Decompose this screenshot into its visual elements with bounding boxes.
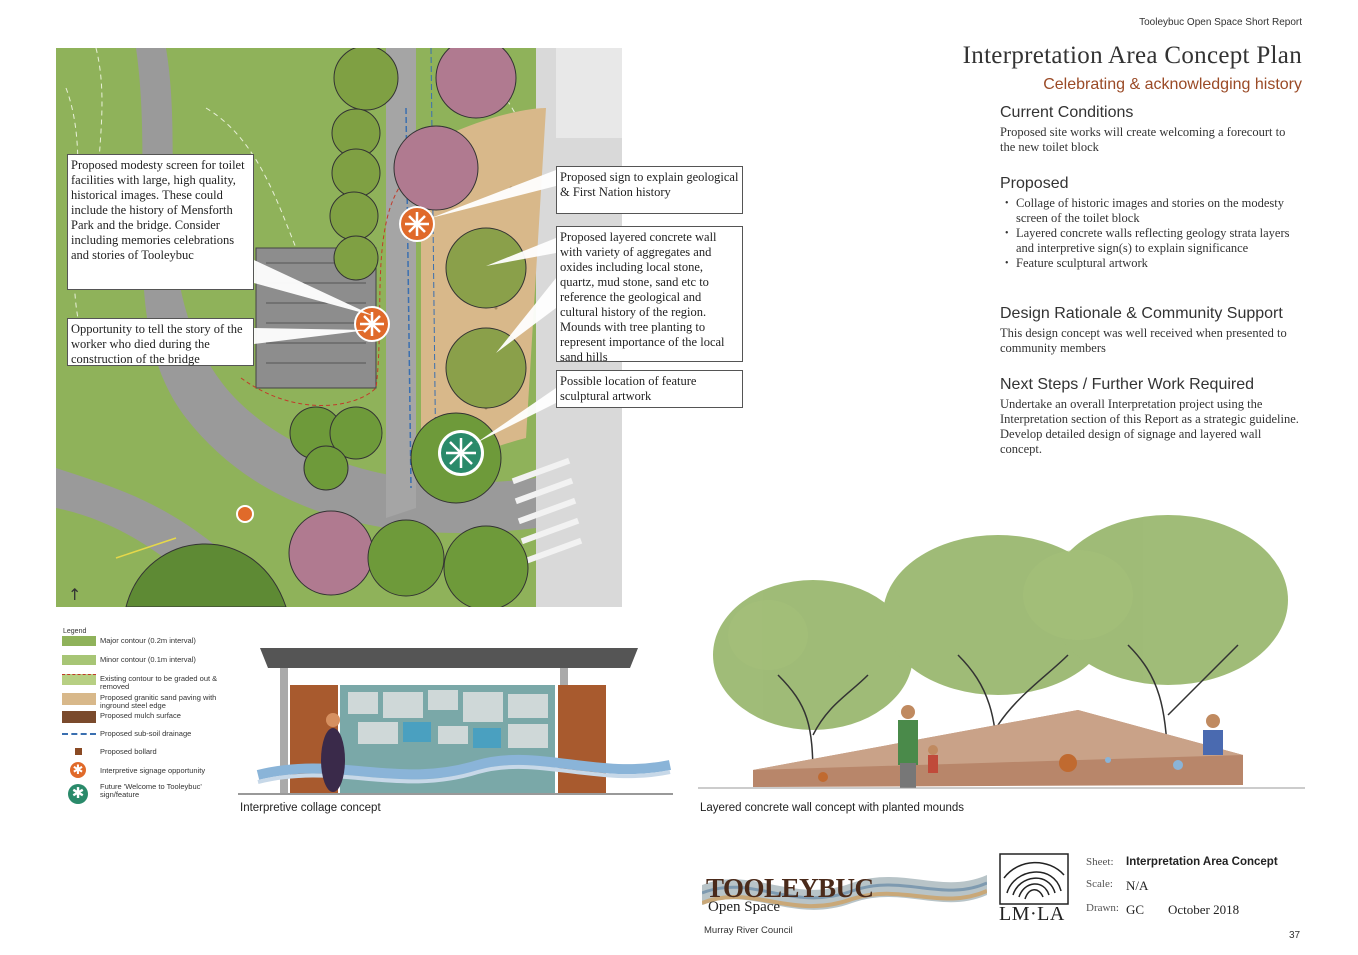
logo-name: TOOLEYBUC [706, 873, 874, 903]
council-name: Murray River Council [704, 925, 793, 936]
legend-label: Minor contour (0.1m interval) [100, 655, 196, 664]
legend-swatch [62, 733, 96, 737]
callout-layered-wall: Proposed layered concrete wall with vari… [556, 226, 743, 364]
proposed-list: Collage of historic images and stories o… [1000, 196, 1296, 271]
legend-swatch [62, 636, 96, 646]
site-plan-drawing: ↑ [56, 48, 622, 607]
callout-modesty-screen: Proposed modesty screen for toilet facil… [67, 154, 254, 290]
sheet-value: Interpretation Area Concept [1126, 856, 1278, 868]
section-heading: Proposed [1000, 175, 1069, 192]
list-item: Collage of historic images and stories o… [1005, 196, 1296, 226]
section-heading: Next Steps / Further Work Required [1000, 376, 1255, 393]
section-text: Undertake an overall Interpretation proj… [1000, 397, 1299, 456]
legend-swatch [62, 711, 96, 723]
legend-label: Future 'Welcome to Tooleybuc' sign/featu… [100, 782, 202, 799]
drawn-date: October 2018 [1168, 902, 1240, 917]
legend-swatch [62, 655, 96, 665]
svg-text:↑: ↑ [68, 585, 81, 604]
asterisk-teal-icon: ✱ [68, 784, 88, 804]
legend-label: Major contour (0.2m interval) [100, 636, 196, 645]
page-subtitle: Celebrating & acknowledging history [1043, 76, 1302, 93]
logo-subtitle: Open Space [708, 899, 781, 915]
section-heading: Design Rationale & Community Support [1000, 305, 1283, 322]
legend-swatch [62, 693, 96, 705]
section-heading: Current Conditions [1000, 104, 1134, 121]
drawn-value: GC [1126, 902, 1145, 917]
page-title: Interpretation Area Concept Plan [962, 42, 1302, 69]
legend-label: Proposed bollard [100, 747, 157, 756]
collage-caption: Interpretive collage concept [240, 802, 381, 814]
legend-title: Legend [63, 628, 87, 635]
page-number: 37 [1289, 930, 1301, 941]
current-conditions-section: Current Conditions Proposed site works w… [1000, 104, 1310, 155]
legend-label: Proposed granitic sand paving with ingro… [100, 693, 217, 710]
fingerprint-icon [999, 853, 1069, 905]
tooleybuc-logo: TOOLEYBUC Open Space Murray River Counci… [702, 855, 987, 936]
collage-concept-image [238, 640, 678, 800]
lmla-logo: LM·LA [997, 853, 1071, 927]
bollard-icon [75, 748, 82, 755]
list-item: Feature sculptural artwork [1005, 256, 1296, 271]
report-name: Tooleybuc Open Space Short Report [1139, 17, 1302, 28]
section-text: This design concept was well received wh… [1000, 326, 1287, 355]
legend-label: Interpretive signage opportunity [100, 766, 206, 775]
asterisk-orange-icon: ✱ [70, 762, 86, 778]
legend-label: Existing contour to be graded out & remo… [100, 674, 218, 691]
legend-label: Proposed sub-soil drainage [100, 729, 192, 738]
callout-worker-story: Opportunity to tell the story of the wor… [67, 318, 254, 366]
legend-label: Proposed mulch surface [100, 711, 181, 720]
layered-wall-concept-image [698, 505, 1305, 795]
sheet-label: Sheet: [1086, 856, 1114, 868]
callout-sculpture: Possible location of feature sculptural … [556, 370, 743, 408]
scale-value: N/A [1126, 878, 1149, 893]
firm-name: LM·LA [999, 903, 1065, 925]
wall-caption: Layered concrete wall concept with plant… [700, 802, 965, 814]
drawn-label: Drawn: [1086, 902, 1119, 914]
callout-sign: Proposed sign to explain geological & Fi… [556, 166, 743, 214]
next-steps-section: Next Steps / Further Work Required Under… [1000, 376, 1310, 457]
legend-swatch [62, 674, 96, 685]
section-text: Proposed site works will create welcomin… [1000, 125, 1286, 154]
scale-label: Scale: [1086, 878, 1113, 890]
proposed-section: Proposed Collage of historic images and … [1000, 175, 1310, 271]
site-plan: ↑ [56, 48, 622, 607]
list-item: Layered concrete walls reflecting geolog… [1005, 226, 1296, 256]
rationale-section: Design Rationale & Community Support Thi… [1000, 305, 1310, 356]
